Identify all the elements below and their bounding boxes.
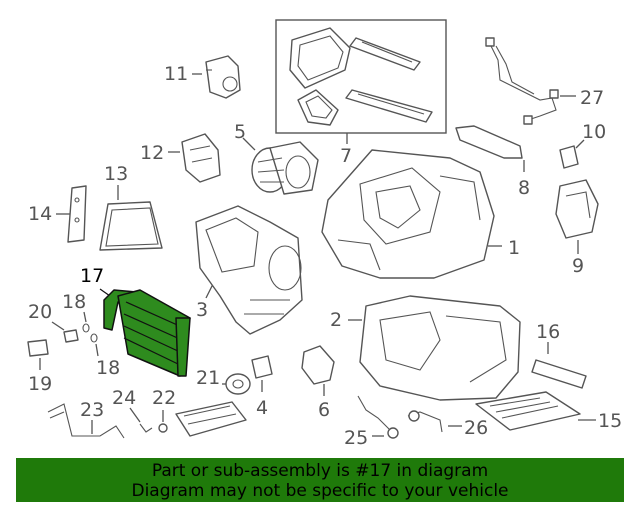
- part-12-bracket: [168, 133, 221, 183]
- part-14-door: [56, 185, 87, 243]
- callout-14: 14: [28, 203, 52, 225]
- part-2-lower-case: [348, 295, 521, 401]
- callout-7: 7: [340, 145, 352, 167]
- part-13-filter: [99, 185, 163, 251]
- part-1-hvac-case: [321, 149, 502, 279]
- part-16-seal: [531, 342, 587, 389]
- callout-2: 2: [330, 309, 342, 331]
- callout-8: 8: [518, 177, 530, 199]
- callout-10: 10: [582, 121, 606, 143]
- callout-19: 19: [28, 373, 52, 395]
- part-15-heater-core: [475, 391, 596, 431]
- part-6-resistor: [301, 345, 335, 396]
- part-25-drain: [357, 395, 399, 439]
- callout-11: 11: [164, 63, 188, 85]
- callout-26: 26: [464, 417, 488, 439]
- part-20-bracket: [51, 321, 79, 343]
- callout-18-top: 18: [62, 291, 86, 313]
- part-3-blower-housing: [195, 205, 303, 335]
- part-17-evaporator-highlighted: [99, 288, 191, 377]
- part-22-oring: [158, 410, 168, 433]
- part-5-blower-motor: [242, 137, 319, 195]
- callout-20: 20: [28, 301, 52, 323]
- callout-6: 6: [318, 399, 330, 421]
- part-26-tube: [407, 410, 462, 433]
- part-19-clip: [27, 339, 49, 370]
- callout-27: 27: [580, 87, 604, 109]
- callout-labels: 1 2 3 4 5 6 7 8 9 10 11 12 13 14 15 16 1…: [28, 63, 622, 449]
- callout-18-bottom: 18: [96, 357, 120, 379]
- callout-25: 25: [344, 427, 368, 449]
- banner-line-2: Diagram may not be specific to your vehi…: [131, 481, 509, 501]
- callout-3: 3: [196, 299, 208, 321]
- part-23-hose: [47, 403, 125, 439]
- callout-12: 12: [140, 142, 164, 164]
- callout-4: 4: [256, 397, 268, 419]
- part-18-orings: [82, 311, 99, 357]
- part-7-seal-kit: [275, 19, 447, 144]
- callout-21: 21: [196, 367, 220, 389]
- callout-1: 1: [508, 237, 520, 259]
- part-filter-box: [175, 401, 247, 437]
- part-8-duct: [455, 125, 525, 172]
- callout-23: 23: [80, 399, 104, 421]
- part-9-actuator: [555, 179, 599, 254]
- part-10-sensor: [559, 139, 585, 169]
- callout-24: 24: [112, 387, 136, 409]
- part-11-actuator: [192, 55, 241, 99]
- part-24-clip: [129, 407, 153, 433]
- callout-9: 9: [572, 255, 584, 277]
- callout-15: 15: [598, 410, 622, 432]
- part-21-motor: [222, 373, 251, 395]
- callout-13: 13: [104, 163, 128, 185]
- callout-17: 17: [80, 265, 104, 287]
- part-27-harness: [485, 37, 576, 125]
- info-banner: Part or sub-assembly is #17 in diagram D…: [16, 458, 624, 502]
- callout-16: 16: [536, 321, 560, 343]
- banner-line-1: Part or sub-assembly is #17 in diagram: [151, 461, 489, 481]
- callout-5: 5: [234, 121, 246, 143]
- part-4-clip: [251, 355, 273, 392]
- parts-diagram: 1 2 3 4 5 6 7 8 9 10 11 12 13 14 15 16 1…: [27, 19, 622, 449]
- callout-22: 22: [152, 387, 176, 409]
